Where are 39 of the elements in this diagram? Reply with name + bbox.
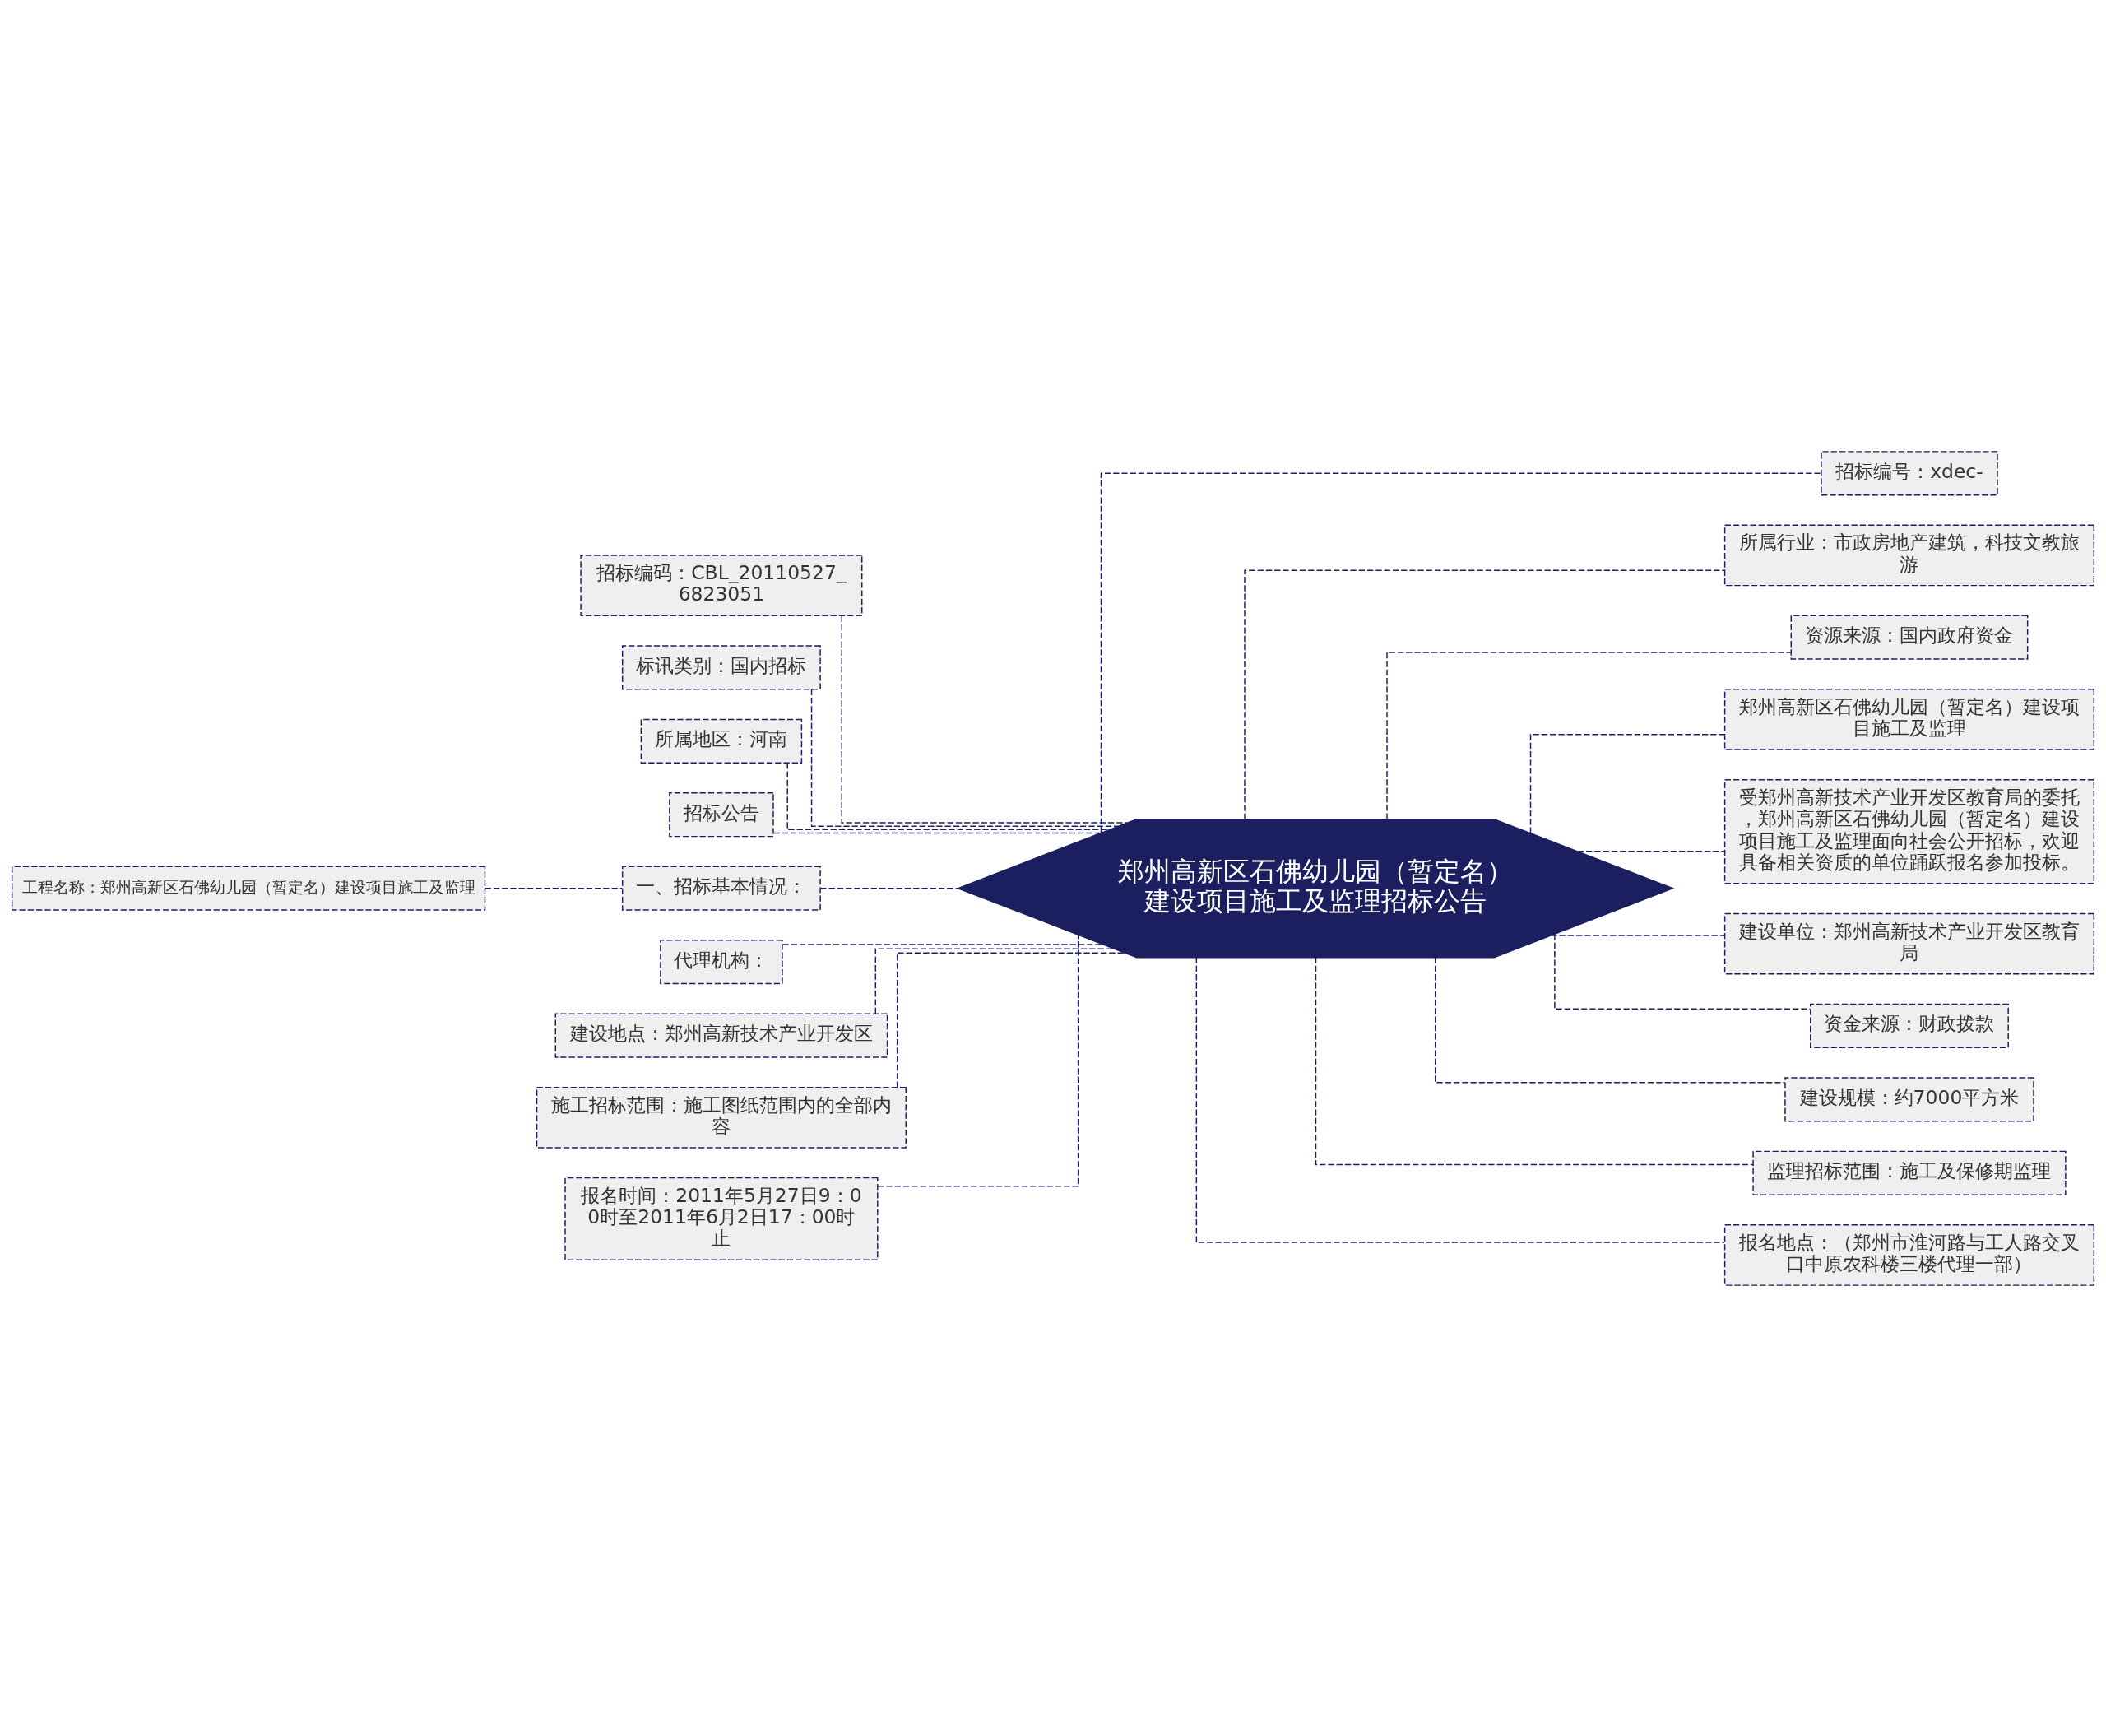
connector [841, 615, 1128, 824]
connector [1434, 956, 1786, 1083]
node-box: 招标公告 [669, 791, 774, 837]
connector [877, 934, 1079, 1187]
connector [782, 943, 1104, 945]
node-box: 代理机构： [660, 939, 783, 984]
node-box: 招标编码：CBL_20110527_6823051 [580, 554, 863, 616]
connector [1550, 934, 1725, 936]
connector [1386, 651, 1792, 819]
connector [484, 887, 624, 889]
node-box: 资源来源：国内政府资金 [1790, 615, 2029, 660]
connector [1100, 472, 1822, 833]
node-box: 报名时间：2011年5月27日9：00时至2011年6月2日17：00时止 [564, 1177, 879, 1260]
node-box: 资金来源：财政拨款 [1810, 1003, 2009, 1048]
connector [1554, 933, 1811, 1010]
connector [1244, 569, 1726, 820]
node-box: 建设规模：约7000平方米 [1784, 1076, 2034, 1121]
node-box: 招标编号：xdec- [1821, 450, 1998, 495]
node-box: 所属行业：市政房地产建筑，科技文教旅游 [1723, 524, 2095, 586]
node-box: 工程名称：郑州高新区石佛幼儿园（暂定名）建设项目施工及监理 [11, 866, 486, 911]
connector [786, 762, 1111, 830]
connector [810, 688, 1120, 827]
connector [772, 832, 1102, 833]
node-box: 建设地点：郑州高新技术产业开发区 [554, 1012, 888, 1058]
node-box: 郑州高新区石佛幼儿园（暂定名）建设项目施工及监理 [1723, 688, 2095, 750]
connector [896, 952, 1126, 1088]
connector [1195, 956, 1725, 1243]
node-box: 一、招标基本情况： [621, 866, 821, 911]
node-box: 报名地点：（郑州市淮河路与工人路交叉口中原农科楼三楼代理一部） [1723, 1223, 2095, 1286]
node-box: 监理招标范围：施工及保修期监理 [1752, 1150, 2067, 1195]
connector [1577, 850, 1726, 852]
node-box: 施工招标范围：施工图纸范围内的全部内容 [536, 1086, 907, 1149]
node-box: 受郑州高新技术产业开发区教育局的委托，郑州高新区石佛幼儿园（暂定名）建设项目施工及监理面向社会公开招标，欢迎具备相关资质的单位踊跃报名参加投标。 [1723, 778, 2095, 884]
node-box: 标讯类别：国内招标 [621, 644, 821, 689]
connector [819, 887, 958, 889]
node-box: 所属地区：河南 [640, 718, 803, 764]
connector [1315, 956, 1754, 1165]
connector [1529, 733, 1725, 833]
node-box: 建设单位：郑州高新技术产业开发区教育局 [1723, 912, 2095, 975]
